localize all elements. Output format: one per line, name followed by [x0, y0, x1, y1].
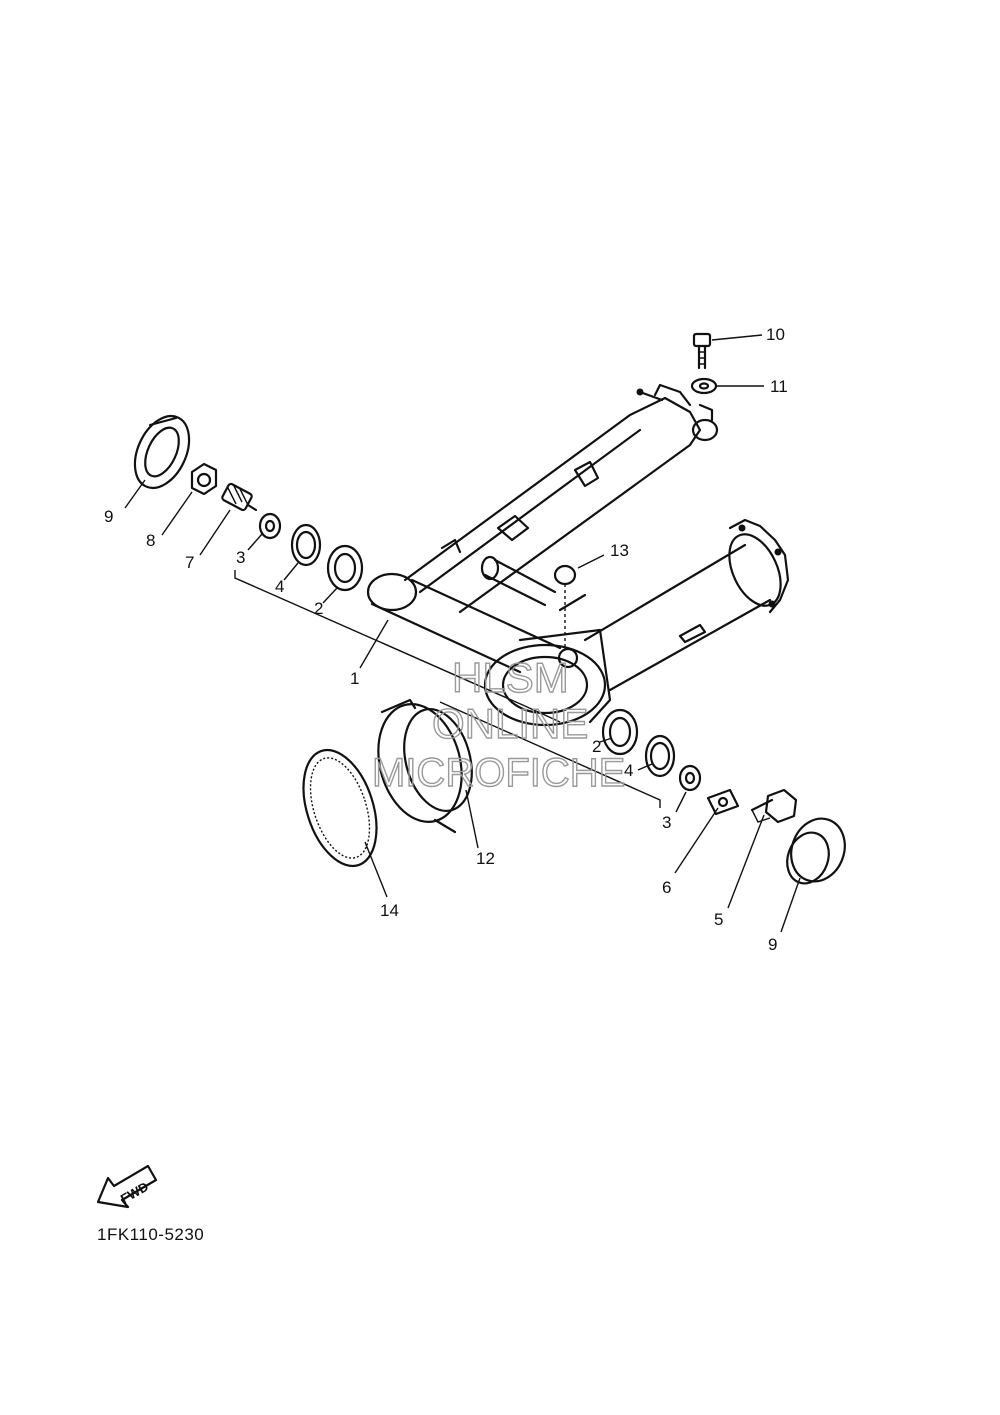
forward-direction-arrow: FWD [96, 1164, 158, 1209]
assembly-bracket-upper [234, 570, 561, 723]
cap-part-lower [786, 817, 846, 885]
callout-8: 8 [146, 531, 155, 550]
ball-bearing-part-lower [601, 708, 639, 756]
pivot-bolt-part [221, 482, 258, 512]
nut-part [190, 462, 218, 496]
ball-bearing-part-upper [326, 544, 364, 592]
collar-part-lower [678, 764, 702, 792]
needle-bearing-part-lower [644, 734, 676, 778]
callout-13: 13 [610, 541, 629, 560]
callout-4-upper: 4 [275, 577, 284, 596]
lock-washer-part [690, 377, 718, 395]
callout-6: 6 [662, 878, 671, 897]
callout-3-upper: 3 [236, 548, 245, 567]
callout-9-lower: 9 [768, 935, 777, 954]
lock-plate-part [706, 788, 740, 816]
pivot-shaft-part [750, 788, 798, 824]
cap-part-upper [133, 414, 191, 490]
bolt-part [692, 332, 712, 370]
callout-3-lower: 3 [662, 813, 671, 832]
plug-part [553, 564, 577, 650]
watermark-line-2: ONLINE [432, 700, 588, 747]
assembly-bracket-lower [439, 701, 661, 808]
fwd-label: FWD [118, 1179, 151, 1207]
callout-2-upper: 2 [314, 599, 323, 618]
diagram-code: 1FK110-5230 [97, 1225, 204, 1244]
callout-1: 1 [350, 669, 359, 688]
callout-5: 5 [714, 910, 723, 929]
needle-bearing-part-upper [290, 523, 322, 567]
callout-7: 7 [185, 553, 194, 572]
callout-12: 12 [476, 849, 495, 868]
leader-lines [124, 334, 801, 933]
swingarm-part [366, 383, 790, 727]
dust-seal-part [377, 698, 473, 834]
collar-part-upper [258, 512, 282, 540]
callout-14: 14 [380, 901, 399, 920]
watermark-line-1: HLSM [452, 654, 569, 701]
watermark-line-3: MICROFICHE [372, 751, 625, 795]
callout-10: 10 [766, 325, 785, 344]
callout-4-lower: 4 [624, 761, 633, 780]
callout-9-upper: 9 [104, 507, 113, 526]
callout-2-lower: 2 [592, 737, 601, 756]
callout-11: 11 [770, 377, 788, 396]
ring-part [302, 748, 378, 868]
